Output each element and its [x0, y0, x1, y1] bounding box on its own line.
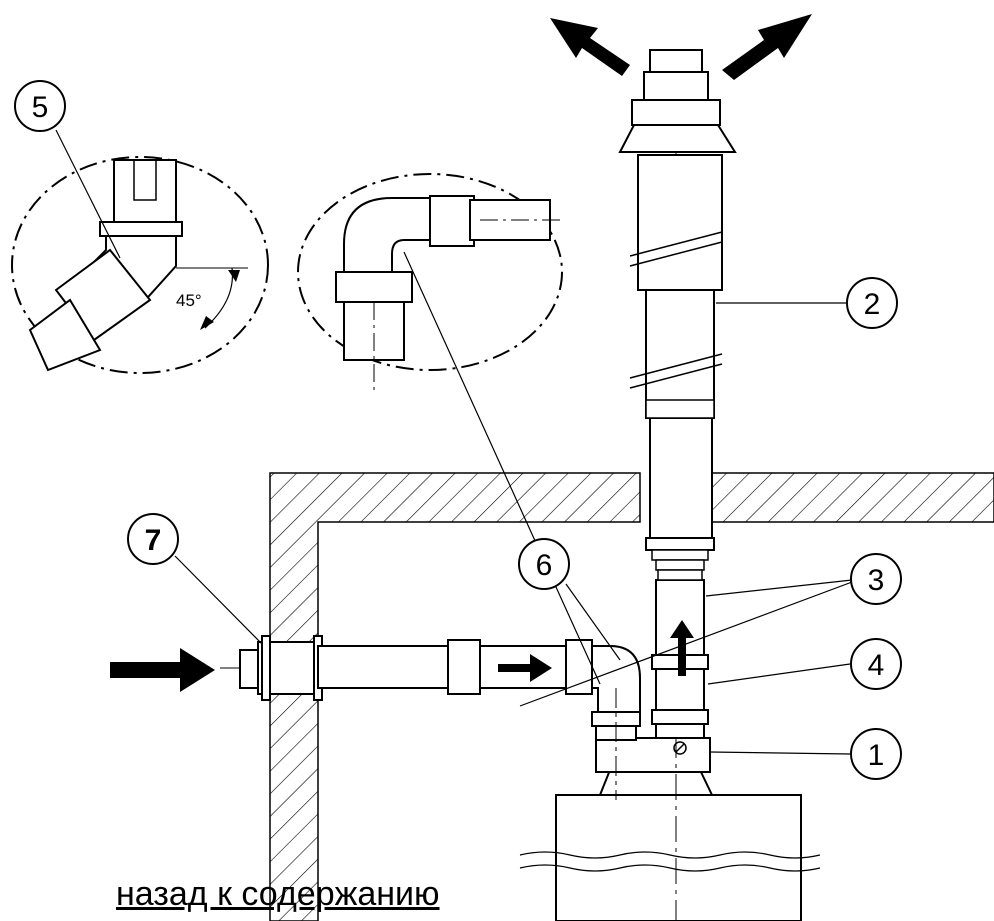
callout-2-label: 2 — [864, 288, 881, 321]
leader-lines — [55, 129, 853, 755]
callout-4: 4 — [850, 638, 902, 690]
exhaust-arrow-left-icon — [550, 18, 630, 76]
angle-label: 45° — [176, 291, 202, 310]
callout-5: 5 — [14, 80, 66, 132]
callout-4-label: 4 — [868, 649, 885, 682]
callout-7-label: 7 — [145, 524, 162, 557]
callout-6-label: 6 — [536, 549, 553, 582]
exhaust-arrow-right-icon — [722, 14, 812, 80]
callout-2: 2 — [846, 277, 898, 329]
exhaust-arrow-icon — [670, 620, 694, 676]
detail-view-45-elbow — [11, 156, 269, 374]
intake-arrow-icon — [498, 654, 552, 682]
callout-3: 3 — [850, 553, 902, 605]
back-to-contents-link[interactable]: назад к содержанию — [116, 875, 440, 913]
detail-view-90-elbow — [297, 173, 563, 392]
horizontal-intake-pipe — [220, 635, 641, 800]
callout-5-label: 5 — [32, 91, 49, 124]
callout-1-label: 1 — [868, 739, 885, 772]
callout-7: 7 — [127, 513, 179, 565]
callout-3-label: 3 — [868, 564, 885, 597]
wall-structure — [269, 472, 994, 921]
flow-arrow-icon — [110, 648, 215, 692]
boiler-unit — [519, 737, 821, 921]
callout-6: 6 — [518, 538, 570, 590]
callout-1: 1 — [850, 728, 902, 780]
vertical-flue-pipe — [618, 49, 737, 921]
